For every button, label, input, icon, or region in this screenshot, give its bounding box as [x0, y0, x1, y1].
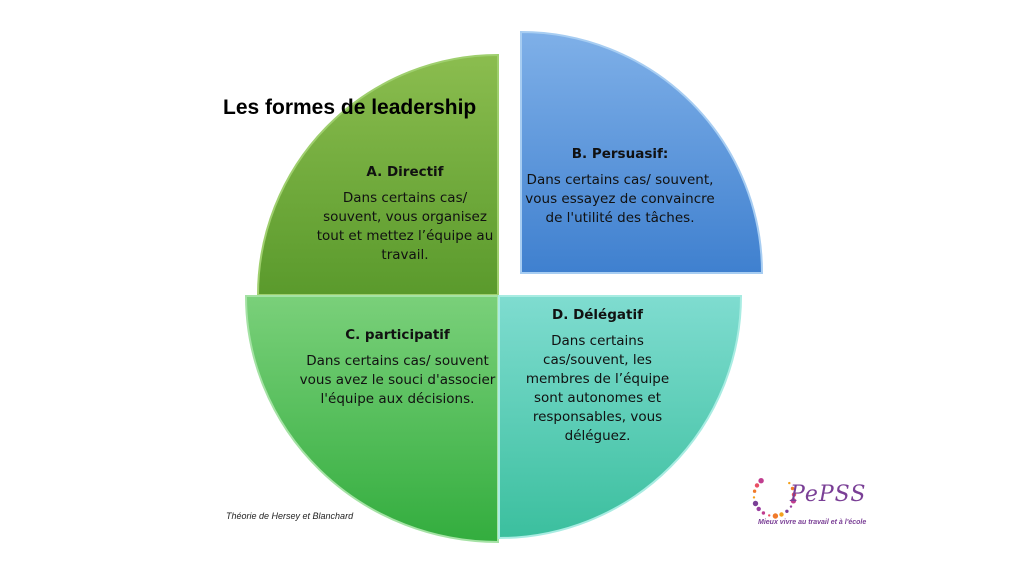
quadrant-a-shape: [256, 53, 499, 296]
quadrant-b-body: Dans certains cas/ souvent, vous essayez…: [525, 172, 715, 226]
logo-dot: [758, 478, 764, 484]
logo-dot: [752, 489, 757, 493]
logo-dot: [756, 506, 761, 512]
logo-dot: [754, 483, 760, 488]
quadrant-b-shape: [520, 30, 764, 274]
pepss-logo-icon: [752, 478, 797, 519]
quadrant-b-heading: B. Persuasif:: [571, 146, 669, 162]
logo-dot: [752, 496, 756, 499]
logo-dot: [779, 512, 784, 517]
quadrant-a-text: A. Directif Dans certains cas/ souvent, …: [305, 164, 505, 265]
logo-dot: [785, 509, 789, 513]
quadrant-c-heading: C. participatif: [345, 327, 450, 343]
logo-name: PePSS: [790, 482, 867, 507]
logo-dot: [788, 481, 791, 485]
quadrant-c-shape: [244, 295, 499, 544]
quadrant-d-shape: [498, 295, 743, 540]
quadrant-a-heading: A. Directif: [366, 164, 444, 180]
logo-dot: [790, 498, 797, 504]
quadrant-d-heading: D. Délégatif: [552, 307, 643, 323]
quadrant-c-body: Dans certains cas/ souvent vous avez le …: [299, 353, 496, 407]
diagram-title: Les formes de leadership: [223, 96, 477, 119]
quadrant-c-text: C. participatif Dans certains cas/ souve…: [290, 327, 505, 409]
theory-credit: Théorie de Hersey et Blanchard: [226, 511, 354, 521]
quadrant-a-body: Dans certains cas/ souvent, vous organis…: [316, 190, 494, 263]
quadrant-d-body: Dans certains cas/souvent, les membres d…: [525, 333, 670, 444]
logo-tagline: Mieux vivre au travail et à l'école: [758, 519, 867, 526]
quadrant-b-text: B. Persuasif: Dans certains cas/ souvent…: [525, 146, 715, 228]
logo-dot: [772, 513, 779, 519]
logo-dot: [789, 505, 793, 508]
logo-dot: [752, 500, 759, 507]
logo-dot: [790, 486, 795, 491]
logo-dot: [791, 492, 797, 497]
logo-dot: [761, 511, 766, 515]
quadrant-d-text: D. Délégatif Dans certains cas/souvent, …: [515, 307, 680, 446]
logo-dot: [768, 514, 771, 517]
